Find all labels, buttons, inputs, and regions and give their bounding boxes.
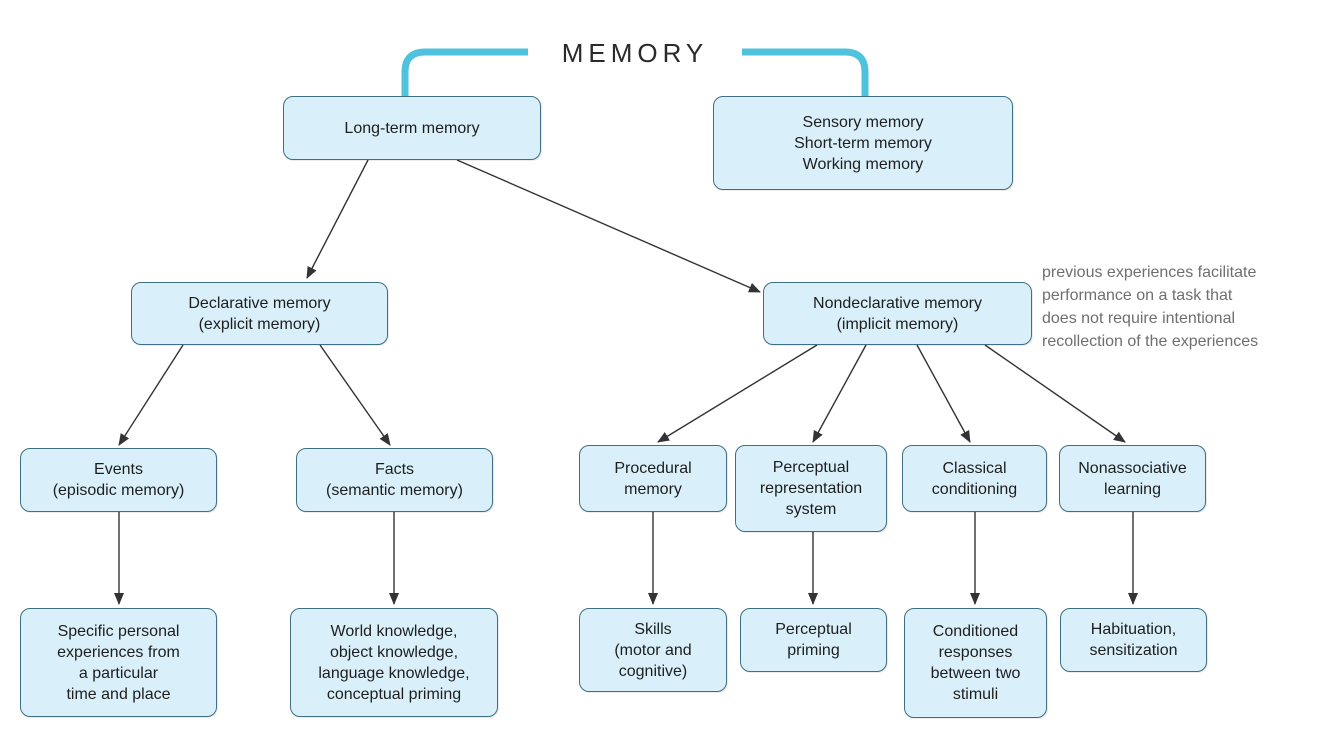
node-habituation: Habituation, sensitization — [1060, 608, 1207, 672]
node-semantic-examples: World knowledge, object knowledge, langu… — [290, 608, 498, 717]
node-label: Perceptual representation system — [759, 459, 863, 518]
arrow-longterm-to-declarative — [306, 159, 369, 279]
node-label: Skills (motor and cognitive) — [614, 620, 692, 680]
title-bracket-right — [730, 48, 869, 96]
node-classical-conditioning: Classical conditioning — [902, 445, 1047, 512]
arrow-nondeclarative-to-procedural — [657, 344, 818, 443]
node-label: Nondeclarative memory (implicit memory) — [813, 294, 982, 333]
arrow-declarative-to-facts — [319, 344, 391, 446]
node-label: Specific personal experiences from a par… — [57, 622, 180, 703]
node-perceptual-representation-system: Perceptual representation system — [735, 445, 887, 532]
node-perceptual-priming: Perceptual priming — [740, 608, 887, 672]
node-long-term-memory: Long-term memory — [283, 96, 541, 160]
arrow-declarative-to-events — [118, 344, 184, 446]
node-procedural-memory: Procedural memory — [579, 445, 727, 512]
arrow-longterm-to-nondeclarative — [456, 159, 761, 293]
node-label: Declarative memory (explicit memory) — [188, 294, 331, 333]
node-nondeclarative-memory: Nondeclarative memory (implicit memory) — [763, 282, 1032, 345]
node-skills: Skills (motor and cognitive) — [579, 608, 727, 692]
node-declarative-memory: Declarative memory (explicit memory) — [131, 282, 388, 345]
node-label: Events (episodic memory) — [52, 461, 185, 499]
node-label: Conditioned responses between two stimul… — [930, 623, 1021, 703]
node-nonassociative-learning: Nonassociative learning — [1059, 445, 1206, 512]
node-label: Perceptual priming — [775, 621, 852, 659]
node-short-term-group: Sensory memory Short-term memory Working… — [713, 96, 1013, 190]
implicit-memory-annotation: previous experiences facilitate performa… — [1042, 264, 1259, 350]
node-label: World knowledge, object knowledge, langu… — [318, 622, 470, 703]
node-events: Events (episodic memory) — [20, 448, 217, 512]
node-facts: Facts (semantic memory) — [296, 448, 493, 512]
node-label: Nonassociative learning — [1078, 459, 1187, 498]
arrow-nondeclarative-to-classical — [916, 344, 971, 443]
arrow-nondeclarative-to-nonassociative — [984, 344, 1126, 443]
node-label: Facts (semantic memory) — [326, 461, 463, 499]
node-label: Sensory memory Short-term memory Working… — [794, 113, 932, 173]
node-label: Habituation, sensitization — [1089, 621, 1178, 659]
diagram-title: MEMORY — [528, 33, 742, 73]
arrow-nondeclarative-to-perceptual-system — [812, 344, 867, 443]
node-conditioned-responses: Conditioned responses between two stimul… — [904, 608, 1047, 718]
title-bracket-left — [401, 48, 540, 96]
node-episodic-examples: Specific personal experiences from a par… — [20, 608, 217, 717]
node-label: Classical conditioning — [931, 459, 1018, 498]
node-label: Long-term memory — [344, 119, 480, 137]
node-label: Procedural memory — [614, 459, 692, 498]
